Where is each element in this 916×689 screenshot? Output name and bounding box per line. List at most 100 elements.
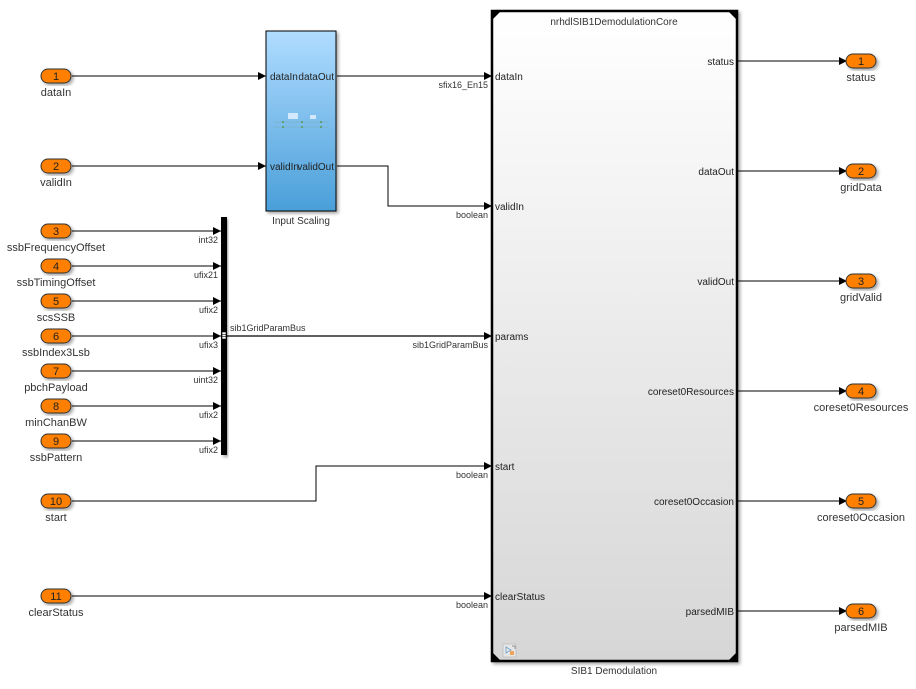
out-port-oval[interactable] xyxy=(845,603,877,619)
in-port-11[interactable]: 11 clearStatus xyxy=(28,588,84,619)
in-port-oval[interactable] xyxy=(40,398,72,414)
in-port-oval[interactable] xyxy=(40,258,72,274)
bus-input-type-label: ufix2 xyxy=(199,410,218,420)
core-port-params: params xyxy=(495,332,528,343)
input-scaling-name: Input Scaling xyxy=(272,216,330,227)
signal-type-label: boolean xyxy=(456,210,488,220)
out-port-5[interactable]: 5 coreset0Occasion xyxy=(817,493,905,524)
in-port-number: 4 xyxy=(53,261,59,273)
in-port-name: minChanBW xyxy=(25,417,87,429)
in-port-name: scsSSB xyxy=(37,312,76,324)
in-port-9[interactable]: 9 ssbPattern xyxy=(30,433,83,464)
model-ref-corner xyxy=(492,652,501,661)
in-port-10[interactable]: 10 start xyxy=(40,493,72,524)
bus-creator-output-glyph xyxy=(221,331,227,340)
in-port-number: 3 xyxy=(53,226,59,238)
wire-start[interactable] xyxy=(72,462,492,502)
in-port-name: ssbPattern xyxy=(30,452,83,464)
out-port-number: 5 xyxy=(858,496,864,508)
input-scaling-port-validOut: validOut xyxy=(297,162,334,173)
core-port-dataIn: dataIn xyxy=(495,72,523,83)
in-port-number: 11 xyxy=(50,591,61,603)
open-model-icon[interactable] xyxy=(502,643,517,658)
out-port-number: 6 xyxy=(858,606,864,618)
wire-scaled-valid[interactable] xyxy=(337,165,492,210)
out-port-4[interactable]: 4 coreset0Resources xyxy=(814,383,909,414)
in-port-oval[interactable] xyxy=(40,158,72,174)
signal-labels: sfix16_En15 boolean sib1GridParamBus boo… xyxy=(193,80,488,610)
out-port-oval[interactable] xyxy=(845,493,877,509)
out-port-number: 4 xyxy=(858,386,864,398)
input-scaling-port-dataIn: dataIn xyxy=(270,72,298,83)
core-port-coreset0Resources: coreset0Resources xyxy=(648,387,734,398)
bus-input-type-label: ufix21 xyxy=(194,270,218,280)
in-port-name: start xyxy=(45,512,66,524)
in-port-2[interactable]: 2 validIn xyxy=(40,158,72,189)
model-ref-corner xyxy=(728,652,737,661)
in-port-number: 10 xyxy=(50,496,62,508)
core-port-start: start xyxy=(495,462,515,473)
sib1-demodulation-block[interactable]: nrhdlSIB1DemodulationCore dataIn validIn… xyxy=(490,9,739,663)
sib1-demodulation-name: SIB1 Demodulation xyxy=(571,666,657,677)
out-port-name: status xyxy=(846,72,876,84)
in-port-oval[interactable] xyxy=(40,328,72,344)
bus-signal-name: sib1GridParamBus xyxy=(230,323,306,333)
in-port-name: ssbFrequencyOffset xyxy=(7,242,105,254)
wires xyxy=(72,57,847,615)
in-port-oval[interactable] xyxy=(40,493,72,509)
in-port-oval[interactable] xyxy=(40,588,72,604)
in-port-name: clearStatus xyxy=(28,607,84,619)
bus-input-type-label: int32 xyxy=(198,235,218,245)
model-ref-corner xyxy=(728,11,737,20)
out-port-name: coreset0Occasion xyxy=(817,512,905,524)
input-scaling-port-dataOut: dataOut xyxy=(298,72,334,83)
in-port-name: pbchPayload xyxy=(24,382,88,394)
in-port-oval[interactable] xyxy=(40,363,72,379)
signal-type-label: sib1GridParamBus xyxy=(412,340,488,350)
core-port-validOut: validOut xyxy=(697,277,734,288)
bus-creator-block[interactable] xyxy=(221,217,227,455)
in-port-number: 6 xyxy=(53,331,59,343)
in-port-number: 9 xyxy=(53,436,59,448)
out-port-oval[interactable] xyxy=(845,383,877,399)
reference-model-name: nrhdlSIB1DemodulationCore xyxy=(550,17,678,28)
in-port-3[interactable]: 3 ssbFrequencyOffset xyxy=(7,223,105,254)
signal-type-label: boolean xyxy=(456,600,488,610)
out-port-oval[interactable] xyxy=(845,273,877,289)
input-scaling-subsystem[interactable]: dataIn validIn dataOut validOut xyxy=(265,30,337,212)
in-port-oval[interactable] xyxy=(40,223,72,239)
out-port-name: gridData xyxy=(840,182,882,194)
in-port-oval[interactable] xyxy=(40,433,72,449)
in-port-number: 2 xyxy=(53,161,59,173)
out-port-name: coreset0Resources xyxy=(814,402,909,414)
signal-type-label: boolean xyxy=(456,470,488,480)
core-port-parsedMIB: parsedMIB xyxy=(686,607,735,618)
out-port-name: parsedMIB xyxy=(834,622,887,634)
in-port-oval[interactable] xyxy=(40,68,72,84)
out-port-oval[interactable] xyxy=(845,163,877,179)
bus-input-type-label: ufix3 xyxy=(199,340,218,350)
in-port-oval[interactable] xyxy=(40,293,72,309)
bus-input-type-label: uint32 xyxy=(193,375,218,385)
model-ref-corner xyxy=(492,11,501,20)
in-port-name: validIn xyxy=(40,177,72,189)
out-port-6[interactable]: 6 parsedMIB xyxy=(834,603,888,634)
out-port-name: gridValid xyxy=(840,292,882,304)
in-port-7[interactable]: 7 pbchPayload xyxy=(24,363,88,394)
signal-type-label: sfix16_En15 xyxy=(438,80,488,90)
in-port-name: dataIn xyxy=(41,87,72,99)
out-port-oval[interactable] xyxy=(845,53,877,69)
in-port-number: 7 xyxy=(53,366,59,378)
core-port-validIn: validIn xyxy=(495,202,524,213)
core-port-dataOut: dataOut xyxy=(698,167,734,178)
